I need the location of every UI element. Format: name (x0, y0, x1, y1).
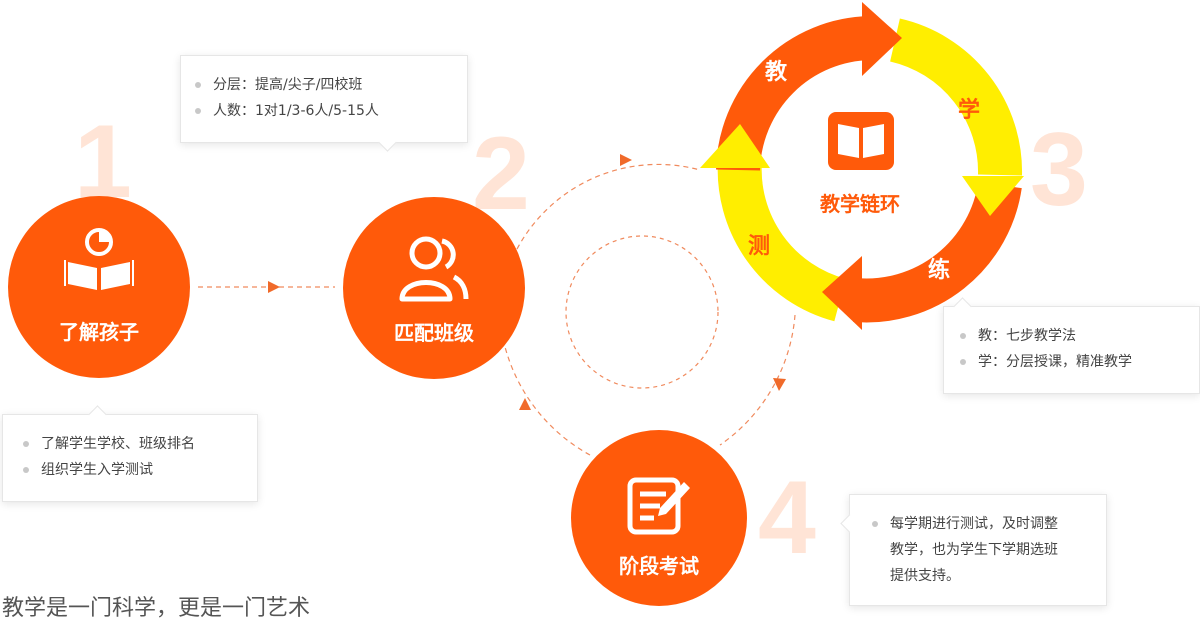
ring-yellow-left (717, 158, 847, 322)
arrowhead-learn (962, 176, 1024, 216)
card-exam: 每学期进行测试，及时调整 教学，也为学生下学期选班 提供支持。 (840, 494, 1107, 606)
step-number-2: 2 (472, 116, 530, 232)
card-exam-line: 教学，也为学生下学期选班 (890, 542, 1058, 558)
cycle-word-learn: 学 (958, 98, 981, 123)
arrowhead-test (700, 124, 770, 168)
arrowhead-practice (822, 256, 862, 330)
book-icon (828, 112, 894, 170)
teaching-cycle-ring (700, 2, 1024, 330)
card-exam-item: 提供支持。 (868, 563, 1106, 589)
arrowhead-1-2 (268, 281, 280, 293)
footer-tagline: 教学是一门科学，更是一门艺术 (2, 596, 311, 621)
arrowhead-top (620, 154, 632, 166)
loop-arc-top (499, 163, 701, 301)
step-understand-circle[interactable]: 了解孩子 (8, 196, 190, 378)
step-match-circle[interactable]: 匹配班级 (343, 197, 525, 379)
inner-dashed-circle (565, 235, 719, 389)
cycle-word-teach: 教 (765, 60, 788, 85)
step-chain-label: 教学链环 (820, 192, 900, 216)
card-exam-item: 教学，也为学生下学期选班 (868, 537, 1106, 563)
cycle-word-test: 测 (748, 234, 771, 259)
reading-child-icon (64, 228, 134, 290)
users-icon (399, 236, 469, 302)
exam-edit-icon (627, 477, 690, 535)
card-exam-item: 每学期进行测试，及时调整 (868, 511, 1106, 537)
card-chain-item: 教：七步教学法 (956, 323, 1199, 349)
step-exam-label: 阶段考试 (619, 554, 699, 578)
card-exam-line: 提供支持。 (890, 568, 960, 584)
card-match-item: 分层：提高/尖子/四校班 (191, 72, 467, 98)
step-match-label: 匹配班级 (394, 321, 474, 345)
card-chain: 教：七步教学法 学：分层授课，精准教学 (943, 297, 1200, 394)
card-understand: 了解学生学校、班级排名 组织学生入学测试 (2, 405, 258, 502)
step-exam-circle[interactable]: 阶段考试 (571, 430, 747, 606)
loop-arc-right (719, 314, 796, 446)
arrowhead-left (519, 398, 531, 410)
card-understand-item: 了解学生学校、班级排名 (19, 431, 257, 457)
arrowhead-right (773, 378, 786, 391)
card-match: 分层：提高/尖子/四校班 人数：1对1/3-6人/5-15人 (180, 55, 468, 152)
step-number-3: 3 (1030, 112, 1088, 228)
arrowhead-teach (862, 2, 902, 76)
cycle-word-practice: 练 (928, 258, 951, 283)
step-number-4: 4 (758, 460, 816, 576)
card-understand-item: 组织学生入学测试 (19, 457, 257, 483)
card-chain-item: 学：分层授课，精准教学 (956, 349, 1199, 375)
ring-yellow-right (889, 18, 1023, 176)
step-understand-label: 了解孩子 (59, 320, 139, 344)
card-match-item: 人数：1对1/3-6人/5-15人 (191, 98, 467, 124)
